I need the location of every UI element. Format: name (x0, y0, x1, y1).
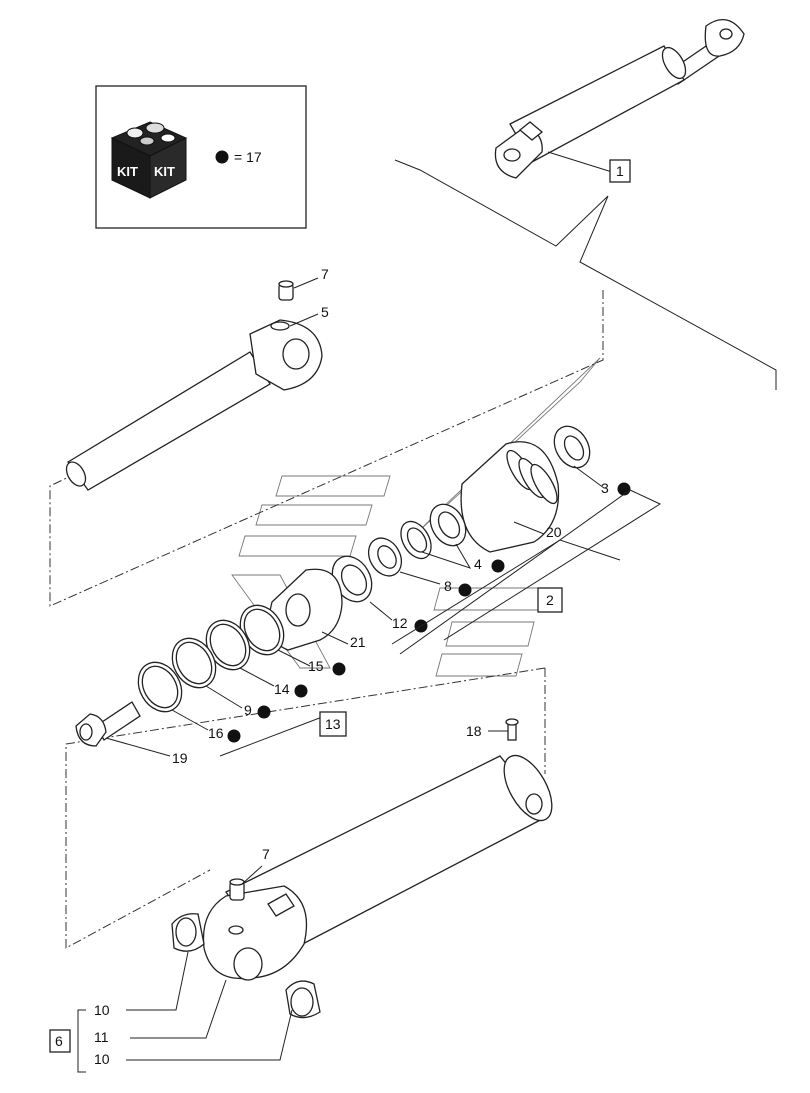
callout-15: 15 (308, 658, 324, 674)
callout-13: 13 (325, 716, 341, 732)
callout-2: 2 (546, 592, 554, 608)
kit-dot-16 (227, 729, 241, 743)
kit-dot-4 (491, 559, 505, 573)
kit-legend-box: KIT KIT = 17 (95, 85, 307, 229)
cylinder-head-20 (460, 441, 560, 553)
guide-ring-4a (429, 503, 467, 547)
callout-14: 14 (274, 681, 290, 697)
callout-5: 5 (321, 304, 329, 320)
callout-19: 19 (172, 750, 188, 766)
callout-20: 20 (546, 524, 562, 540)
kit-label-right: KIT (154, 164, 175, 179)
grease-nipple-bottom (229, 878, 245, 901)
callout-7b: 7 (262, 846, 270, 862)
o-ring-9 (171, 637, 217, 689)
o-ring-16 (137, 661, 183, 713)
callout-10b: 10 (94, 1051, 110, 1067)
grease-nipple-top (278, 280, 294, 301)
assembled-cylinder (494, 18, 745, 179)
callout-9: 9 (244, 702, 252, 718)
callout-8: 8 (444, 578, 452, 594)
callout-box-2 (537, 587, 563, 613)
piston-21 (268, 568, 343, 651)
callout-box-1 (609, 159, 631, 183)
guide-ring-4b (400, 520, 432, 560)
callout-12: 12 (392, 615, 408, 631)
callout-3: 3 (601, 480, 609, 496)
callout-box-6 (49, 1029, 71, 1053)
cylinder-barrel (202, 754, 553, 981)
callout-7a: 7 (321, 266, 329, 282)
kit-dot-3 (617, 482, 631, 496)
callout-10a: 10 (94, 1002, 110, 1018)
callout-11: 11 (94, 1029, 109, 1045)
o-ring-15 (239, 604, 285, 656)
bushing-10b (285, 980, 321, 1019)
seal-8 (367, 537, 403, 577)
set-screw-18 (505, 718, 519, 741)
callout-box-13 (319, 711, 347, 737)
callout-18: 18 (466, 723, 482, 739)
seal-12 (331, 555, 373, 603)
kit-box-icon: KIT KIT (110, 121, 188, 199)
callout-4: 4 (474, 556, 482, 572)
kit-label-left: KIT (117, 164, 138, 179)
callout-1: 1 (616, 163, 624, 179)
callout-16: 16 (208, 725, 224, 741)
kit-dot-15 (332, 662, 346, 676)
piston-rod (65, 319, 323, 491)
bushing-10a (171, 913, 205, 952)
bolt-19 (75, 701, 141, 747)
kit-marker-dot (215, 150, 229, 164)
callout-6: 6 (55, 1033, 63, 1049)
kit-dot-8 (458, 583, 472, 597)
wiper-seal-3 (553, 425, 591, 469)
legend-text: = 17 (234, 149, 262, 165)
callout-21: 21 (350, 634, 366, 650)
kit-dot-14 (294, 684, 308, 698)
kit-dot-9 (257, 705, 271, 719)
